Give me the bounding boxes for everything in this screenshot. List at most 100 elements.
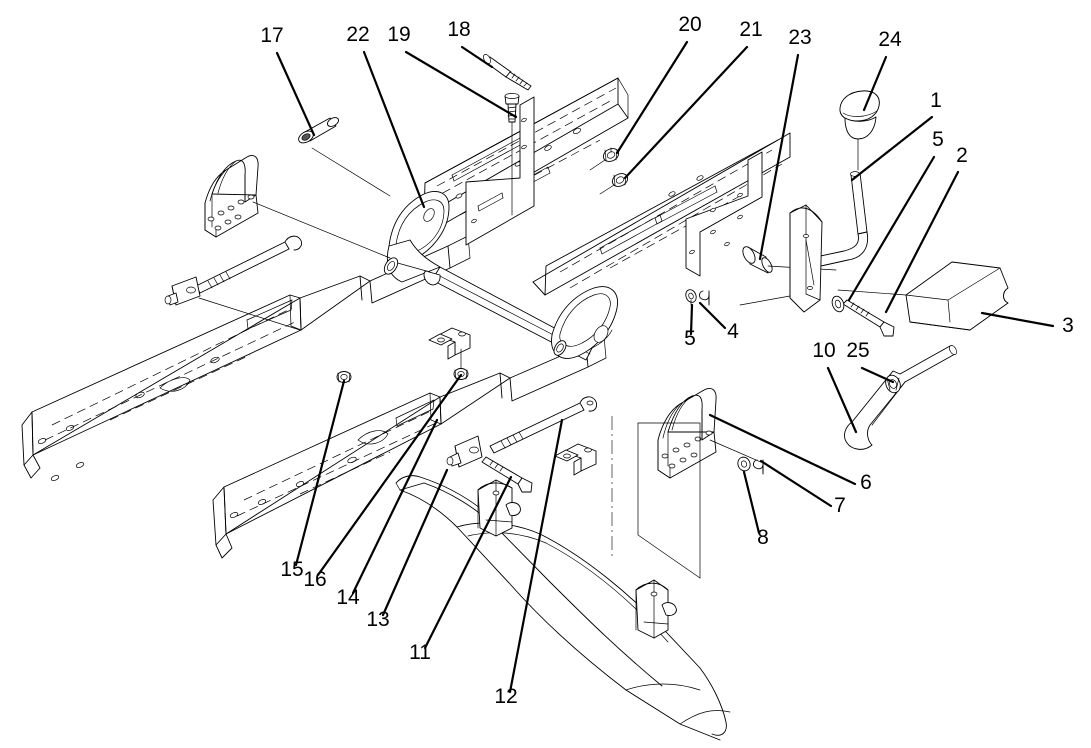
callout-number-2: 2 bbox=[956, 144, 968, 167]
callout-14: 14 bbox=[336, 418, 439, 609]
part-23-spacer-sleeve bbox=[742, 246, 837, 274]
u-bracket-lower bbox=[554, 443, 597, 476]
leader-line-11 bbox=[423, 475, 513, 650]
leader-line-5 bbox=[689, 303, 694, 336]
leader-line-16 bbox=[316, 373, 463, 577]
leader-line-13 bbox=[381, 468, 449, 617]
part-20-flange-nut bbox=[589, 147, 620, 171]
callout-number-12: 12 bbox=[494, 685, 517, 708]
callout-23: 23 bbox=[758, 26, 812, 261]
leader-line-12 bbox=[508, 418, 564, 694]
callout-20: 20 bbox=[615, 13, 702, 155]
part-18-hex-bolt bbox=[483, 54, 532, 91]
callout-10: 10 bbox=[812, 339, 858, 434]
mounting-plate-rear bbox=[465, 96, 535, 246]
callout-6: 6 bbox=[708, 413, 872, 494]
callout-number-4: 4 bbox=[727, 320, 739, 343]
callout-4: 4 bbox=[698, 301, 739, 343]
leader-line-6 bbox=[708, 413, 857, 486]
leader-line-15 bbox=[294, 379, 346, 567]
callout-number-8: 8 bbox=[757, 526, 769, 549]
u-bracket-center bbox=[428, 327, 471, 369]
part-6-pivot-arm-right bbox=[739, 204, 823, 313]
rod-assembly-upper-left bbox=[164, 235, 303, 331]
part-19-shoulder-screw bbox=[504, 93, 520, 216]
callout-number-1: 1 bbox=[930, 89, 942, 112]
callout-number-14: 14 bbox=[336, 586, 360, 609]
leader-line-23 bbox=[758, 53, 800, 261]
callout-number-11: 11 bbox=[409, 641, 431, 664]
part-6c-pivot-arm-left bbox=[204, 155, 391, 259]
callout-8: 8 bbox=[742, 470, 769, 549]
callout-number-21: 21 bbox=[739, 18, 762, 41]
callout-7: 7 bbox=[759, 459, 846, 517]
mounting-plate-front bbox=[685, 151, 763, 277]
callout-22: 22 bbox=[346, 23, 426, 209]
leader-line-20 bbox=[615, 40, 689, 155]
leader-line-18 bbox=[460, 45, 494, 69]
part-2-hex-bolt bbox=[842, 299, 895, 337]
leader-line-25 bbox=[860, 366, 895, 384]
callout-3: 3 bbox=[980, 311, 1074, 337]
callout-24: 24 bbox=[862, 28, 902, 112]
leader-line-2 bbox=[884, 170, 960, 314]
callout-number-5b: 5 bbox=[932, 128, 944, 151]
callout-number-15: 15 bbox=[280, 558, 303, 581]
callout-number-17: 17 bbox=[260, 24, 283, 47]
callout-number-5: 5 bbox=[684, 327, 696, 350]
callout-number-24: 24 bbox=[878, 28, 902, 51]
callout-21: 21 bbox=[623, 18, 763, 180]
callout-number-19: 19 bbox=[387, 23, 410, 46]
part-15-lock-nut bbox=[336, 371, 352, 383]
callout-17: 17 bbox=[260, 24, 316, 137]
callout-number-23: 23 bbox=[788, 26, 811, 49]
part-3-panel-bracket bbox=[837, 261, 1009, 331]
part-6b-lever-plate bbox=[657, 388, 771, 479]
leader-line-21 bbox=[623, 45, 749, 180]
part-24-handle-knob bbox=[839, 90, 880, 171]
rod-assembly-lower-center bbox=[446, 396, 598, 493]
leader-line-19 bbox=[404, 50, 518, 119]
part-5-washer-center bbox=[685, 289, 697, 306]
callout-number-3: 3 bbox=[1062, 314, 1074, 337]
callout-number-22: 22 bbox=[346, 23, 369, 46]
callout-number-13: 13 bbox=[366, 608, 389, 631]
callout-1: 1 bbox=[850, 89, 942, 182]
callout-number-25: 25 bbox=[846, 339, 869, 362]
part-17-bushing-spacer bbox=[298, 117, 391, 197]
callout-number-18: 18 bbox=[447, 18, 470, 41]
frame-rail-lower-left bbox=[212, 335, 607, 559]
callout-13: 13 bbox=[366, 468, 449, 631]
callout-5: 5 bbox=[684, 303, 696, 350]
part-8-washer bbox=[737, 456, 751, 472]
callout-11: 11 bbox=[409, 475, 513, 664]
callout-number-10: 10 bbox=[812, 339, 835, 362]
callout-16: 16 bbox=[303, 373, 463, 591]
part-10-bent-linkage-rod bbox=[844, 345, 957, 450]
lift-arm-weldment bbox=[383, 191, 618, 361]
callout-19: 19 bbox=[387, 23, 518, 119]
callout-18: 18 bbox=[447, 18, 494, 69]
callout-number-6: 6 bbox=[860, 471, 872, 494]
leader-line-5b bbox=[847, 155, 936, 302]
frame-rail-upper-left bbox=[21, 235, 471, 481]
callout-25: 25 bbox=[846, 339, 895, 384]
leader-line-7 bbox=[759, 459, 833, 508]
leader-line-22 bbox=[362, 50, 426, 209]
part-21-flange-nut bbox=[599, 173, 629, 195]
leader-line-14 bbox=[351, 418, 439, 595]
callout-2: 2 bbox=[884, 144, 968, 314]
callout-number-7: 7 bbox=[834, 494, 846, 517]
callout-12: 12 bbox=[494, 418, 564, 708]
callout-15: 15 bbox=[280, 379, 346, 581]
part-5-washer-right bbox=[831, 295, 845, 313]
leader-line-1 bbox=[850, 115, 934, 182]
cross-channel-front bbox=[532, 132, 791, 296]
leader-line-10 bbox=[826, 366, 858, 434]
leader-line-8 bbox=[742, 470, 761, 535]
callout-5b: 5 bbox=[847, 128, 944, 302]
callout-number-16: 16 bbox=[303, 568, 326, 591]
